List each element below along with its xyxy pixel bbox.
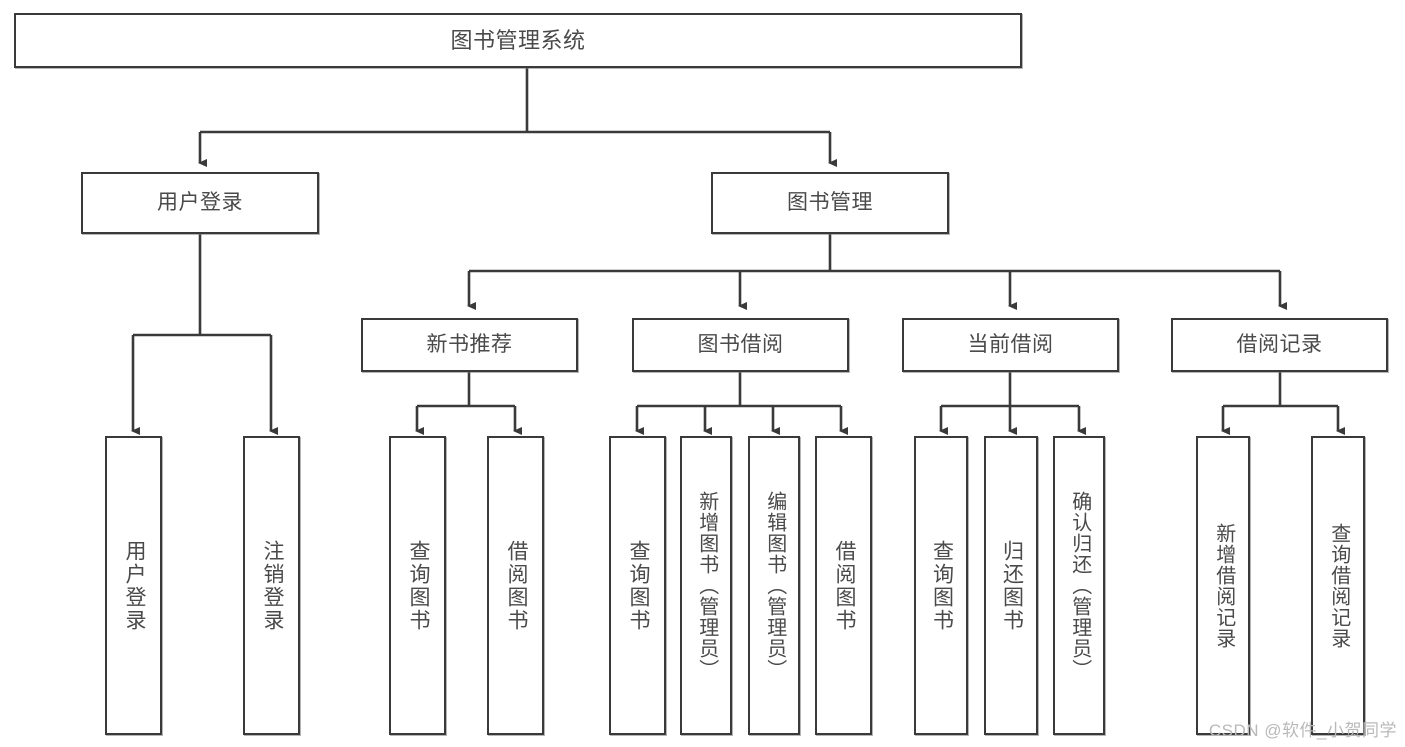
node-new-book-recommend[interactable]: 新书推荐 bbox=[361, 318, 578, 372]
node-label: 归还图书 bbox=[1000, 539, 1024, 632]
node-root-system[interactable]: 图书管理系统 bbox=[14, 13, 1022, 68]
node-book-management[interactable]: 图书管理 bbox=[711, 172, 949, 234]
node-label: 图书借阅 bbox=[697, 332, 784, 356]
leaf-borrow-book-recommend[interactable]: 借阅图书 bbox=[487, 436, 544, 735]
node-label: 查询借阅记录 bbox=[1327, 522, 1350, 649]
leaf-query-borrow-record[interactable]: 查询借阅记录 bbox=[1311, 436, 1365, 735]
node-label: 注销登录 bbox=[260, 539, 284, 632]
node-label: 编辑图书（管理员） bbox=[763, 491, 786, 680]
node-current-borrow[interactable]: 当前借阅 bbox=[902, 318, 1119, 372]
node-label: 新书推荐 bbox=[426, 332, 513, 356]
node-label: 查询图书 bbox=[406, 539, 430, 632]
node-user-login[interactable]: 用户登录 bbox=[81, 172, 319, 234]
leaf-query-book-recommend[interactable]: 查询图书 bbox=[389, 436, 446, 735]
watermark-text: CSDN @软件_小贺同学 bbox=[1208, 721, 1397, 740]
leaf-confirm-return-admin[interactable]: 确认归还（管理员） bbox=[1053, 436, 1105, 735]
leaf-return-book[interactable]: 归还图书 bbox=[984, 436, 1038, 735]
node-label: 用户登录 bbox=[157, 190, 243, 214]
node-label: 借阅图书 bbox=[832, 539, 856, 632]
node-label: 借阅记录 bbox=[1236, 332, 1323, 356]
leaf-add-borrow-record[interactable]: 新增借阅记录 bbox=[1196, 436, 1250, 735]
leaf-logout[interactable]: 注销登录 bbox=[243, 436, 300, 735]
node-label: 确认归还（管理员） bbox=[1068, 491, 1091, 680]
node-label: 新增借阅记录 bbox=[1212, 522, 1235, 649]
node-borrow-records[interactable]: 借阅记录 bbox=[1171, 318, 1388, 372]
leaf-query-book-current[interactable]: 查询图书 bbox=[914, 436, 968, 735]
leaf-borrow-book[interactable]: 借阅图书 bbox=[815, 436, 872, 735]
node-label: 新增图书（管理员） bbox=[695, 491, 718, 680]
leaf-query-book-borrow[interactable]: 查询图书 bbox=[609, 436, 666, 735]
node-label: 图书管理系统 bbox=[450, 27, 586, 53]
leaf-edit-book-admin[interactable]: 编辑图书（管理员） bbox=[748, 436, 800, 735]
leaf-user-login[interactable]: 用户登录 bbox=[105, 436, 162, 735]
node-book-borrow[interactable]: 图书借阅 bbox=[632, 318, 849, 372]
node-label: 查询图书 bbox=[930, 539, 954, 632]
leaf-add-book-admin[interactable]: 新增图书（管理员） bbox=[680, 436, 732, 735]
node-label: 用户登录 bbox=[122, 539, 146, 632]
node-label: 当前借阅 bbox=[967, 332, 1054, 356]
node-label: 查询图书 bbox=[626, 539, 650, 632]
node-label: 借阅图书 bbox=[504, 539, 528, 632]
node-label: 图书管理 bbox=[787, 190, 873, 214]
